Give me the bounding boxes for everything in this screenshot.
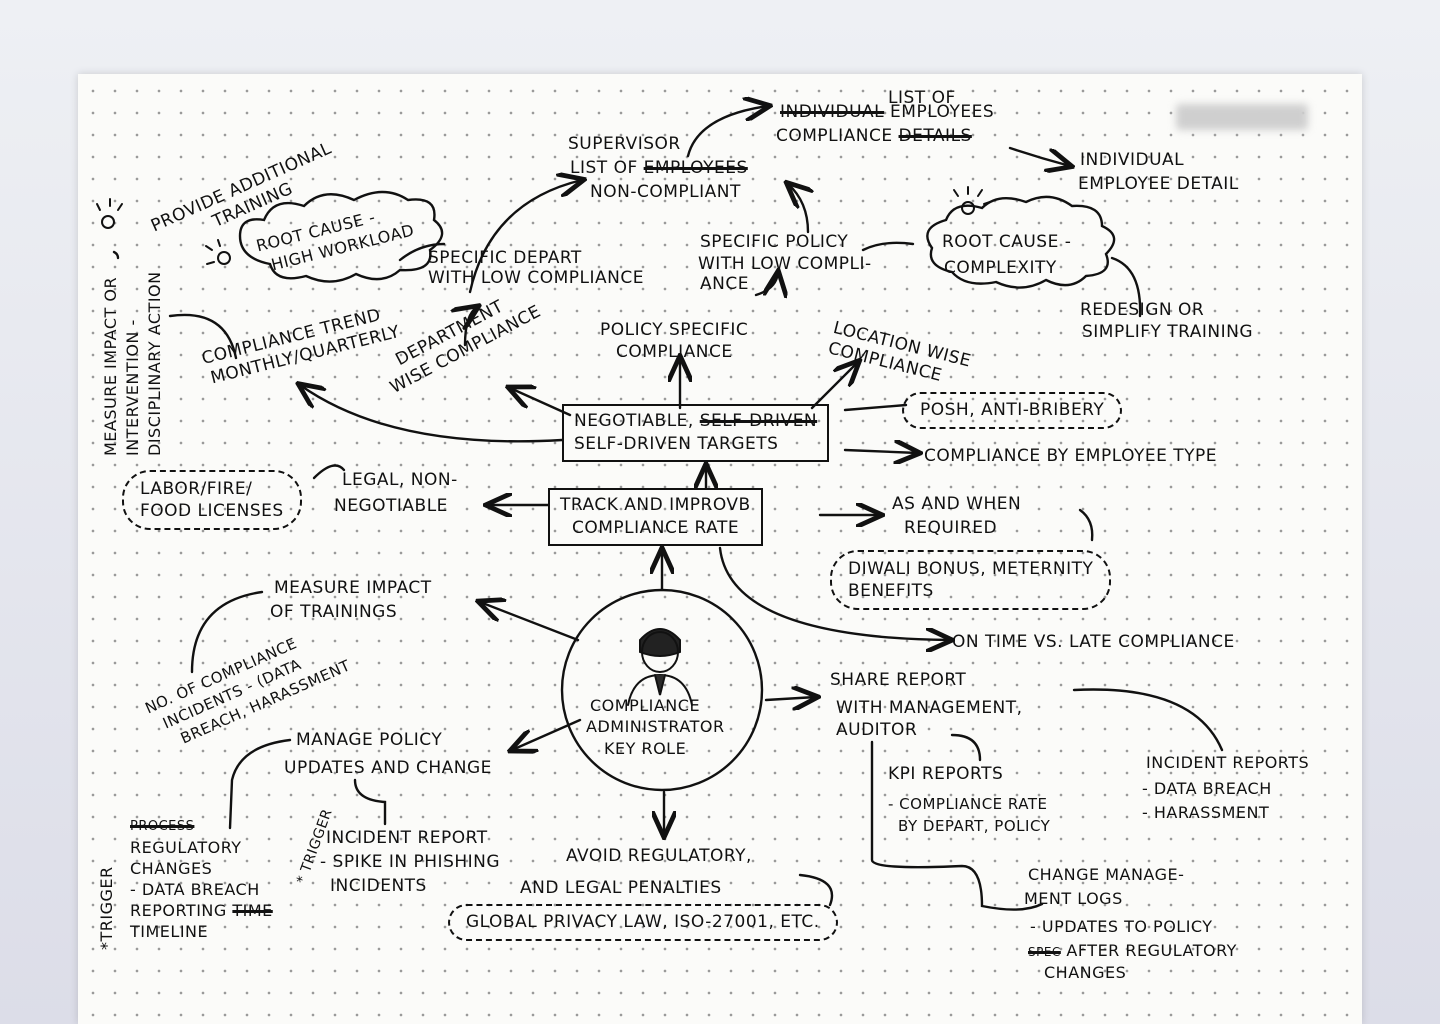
regulatory-line2: CHANGES: [130, 859, 213, 878]
share-line1: SHARE REPORT: [830, 670, 967, 690]
list-of-employees: EMPLOYEES: [890, 102, 995, 122]
individual-line1: INDIVIDUAL: [1080, 150, 1185, 170]
supervisor-line2: LIST OF EMPLOYEES: [570, 158, 748, 179]
incident-report-line1: INCIDENT REPORT: [326, 828, 488, 848]
labor-line2: FOOD LICENSES: [140, 501, 284, 521]
regulatory-strike: PROCESS: [130, 819, 195, 834]
diwali-line2: BENEFITS: [848, 581, 934, 601]
root2-line1: ROOT CAUSE -: [942, 232, 1072, 252]
kpi-line1: KPI REPORTS: [888, 764, 1004, 784]
redesign-line1: REDESIGN OR: [1080, 300, 1205, 320]
center-title-line2: ADMINISTRATOR: [586, 717, 725, 736]
share-line2: WITH MANAGEMENT,: [836, 698, 1023, 718]
avoid-line1: AVOID REGULATORY,: [566, 846, 752, 866]
measure-trainings-line1: MEASURE IMPACT: [274, 578, 432, 598]
measure-left-line1: MEASURE IMPACT OR: [101, 276, 120, 456]
blurred-date-redaction: [1176, 104, 1308, 130]
diwali-bubble: DIWALI BONUS, METERNITY BENEFITS: [830, 550, 1112, 610]
specific-policy-line1: SPECIFIC POLICY: [700, 232, 849, 252]
as-when-line1: AS AND WHEN: [892, 494, 1022, 514]
on-time-label: ON TIME VS. LATE COMPLIANCE: [952, 632, 1235, 652]
incident-report-line2: - SPIKE IN PHISHING: [320, 852, 501, 872]
supervisor-strike: EMPLOYEES: [643, 158, 748, 178]
center-title-line1: COMPLIANCE: [590, 696, 701, 715]
specific-policy-line3: ANCE: [700, 274, 749, 294]
manage-line1: MANAGE POLICY: [296, 730, 443, 750]
individual-line2: EMPLOYEE DETAIL: [1078, 174, 1239, 194]
track-line2: COMPLIANCE RATE: [572, 518, 740, 538]
global-privacy-bubble: GLOBAL PRIVACY LAW, ISO-27001, ETC.: [448, 904, 838, 941]
measure-intervention-label: MEASURE IMPACT OR INTERVENTION - DISCIPL…: [100, 271, 166, 456]
track-improve-box: TRACK AND IMPROVB COMPLIANCE RATE: [548, 488, 763, 546]
list-of-line1: INDIVIDUAL EMPLOYEES: [780, 102, 994, 123]
change-mgmt-strike: SPEC: [1028, 945, 1061, 959]
measure-trainings-line2: OF TRAININGS: [270, 602, 398, 622]
regulatory-line4: REPORTING: [130, 901, 227, 920]
regulatory-strike2: TIME: [232, 901, 273, 920]
list-of-line0: LIST OF: [888, 88, 956, 108]
change-mgmt-line5: CHANGES: [1044, 963, 1127, 982]
specific-depart-line1: SPECIFIC DEPART: [428, 248, 582, 268]
negotiable-box: NEGOTIABLE, SELF-DRIVEN SELF-DRIVEN TARG…: [562, 404, 830, 462]
diwali-line1: DIWALI BONUS, METERNITY: [848, 559, 1094, 579]
center-title-line3: KEY ROLE: [604, 739, 687, 758]
posh-bubble: POSH, ANTI-BRIBERY: [902, 392, 1123, 429]
by-employee-type: COMPLIANCE BY EMPLOYEE TYPE: [924, 446, 1218, 466]
regulatory-line3: - DATA BREACH: [130, 880, 260, 899]
regulatory-line5: TIMELINE: [130, 922, 209, 941]
list-of-strike2: DETAILS: [898, 126, 972, 146]
measure-left-line2: INTERVENTION -: [123, 319, 142, 456]
measure-left-line3: DISCIPLINARY ACTION: [145, 271, 164, 456]
supervisor-line1: SUPERVISOR: [568, 134, 681, 154]
manage-line2: UPDATES AND CHANGE: [284, 758, 492, 778]
legal-line1: LEGAL, NON-: [342, 470, 458, 490]
regulatory-line1: REGULATORY: [130, 838, 242, 857]
change-mgmt-after: AFTER REGULATORY: [1066, 941, 1237, 960]
share-line3: AUDITOR: [836, 720, 918, 740]
labor-line1: LABOR/FIRE/: [140, 479, 253, 499]
change-mgmt-line2: MENT LOGS: [1024, 889, 1123, 908]
incident-reports-line2: - DATA BREACH: [1142, 779, 1272, 798]
regulatory-block: PROCESS REGULATORY CHANGES - DATA BREACH…: [130, 816, 273, 942]
negotiable-line2: SELF-DRIVEN TARGETS: [574, 434, 779, 454]
list-of-strike1: INDIVIDUAL: [780, 102, 885, 122]
change-mgmt-line3: - UPDATES TO POLICY: [1030, 917, 1213, 936]
legal-line2: NEGOTIABLE: [334, 496, 448, 516]
specific-depart-line2: WITH LOW COMPLIANCE: [428, 268, 644, 288]
policy-specific-line1: POLICY SPECIFIC: [600, 320, 749, 340]
track-line1: TRACK AND IMPROVB: [560, 495, 751, 515]
root2-line2: COMPLEXITY: [944, 258, 1057, 278]
supervisor-list-of: LIST OF: [570, 158, 638, 178]
change-mgmt-line4: SPEC AFTER REGULATORY: [1028, 940, 1237, 963]
labor-licenses-bubble: LABOR/FIRE/ FOOD LICENSES: [122, 470, 302, 530]
kpi-line3: BY DEPART, POLICY: [898, 817, 1051, 835]
list-of-compliance: COMPLIANCE: [776, 126, 893, 146]
trigger-left: *TRIGGER: [97, 866, 116, 950]
as-when-line2: REQUIRED: [904, 518, 998, 538]
incident-report-line3: INCIDENTS: [330, 876, 427, 896]
redesign-line2: SIMPLIFY TRAINING: [1082, 322, 1254, 342]
kpi-line2: - COMPLIANCE RATE: [888, 795, 1048, 813]
incident-reports-line3: - HARASSMENT: [1142, 803, 1270, 822]
incident-reports-line1: INCIDENT REPORTS: [1146, 753, 1310, 772]
supervisor-line3: NON-COMPLIANT: [590, 182, 741, 202]
change-mgmt-line1: CHANGE MANAGE-: [1028, 865, 1185, 884]
negotiable-strike: SELF-DRIVEN: [699, 411, 818, 431]
avoid-line2: AND LEGAL PENALTIES: [520, 878, 722, 898]
negotiable-line1: NEGOTIABLE,: [574, 411, 694, 431]
specific-policy-line2: WITH LOW COMPLI-: [698, 254, 872, 274]
list-of-line2: COMPLIANCE DETAILS: [776, 126, 972, 147]
policy-specific-line2: COMPLIANCE: [616, 342, 733, 362]
